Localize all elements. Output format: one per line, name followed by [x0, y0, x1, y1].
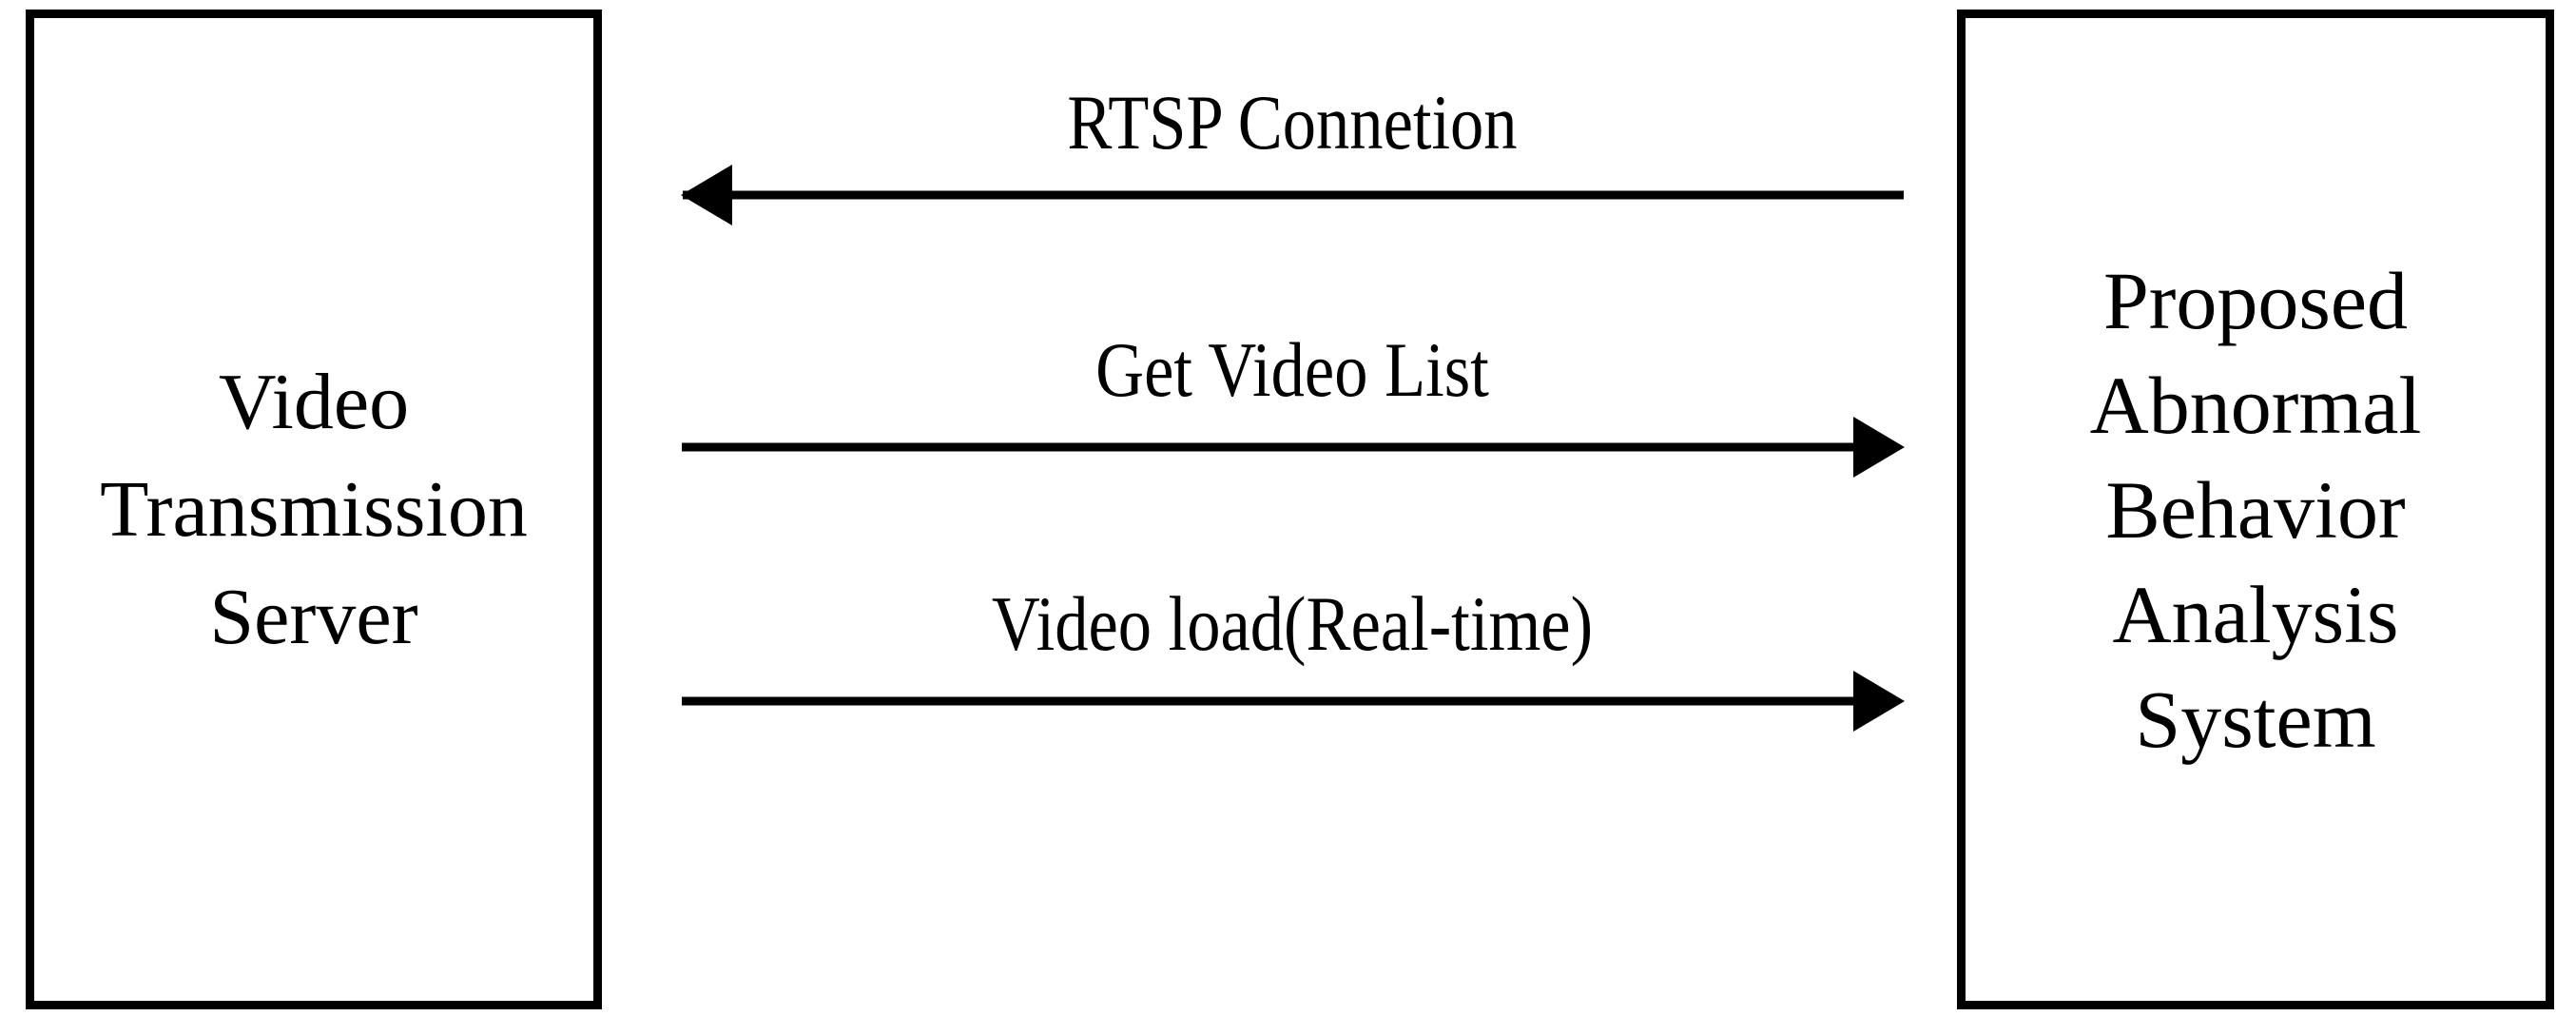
node-label-proposed-abnormal-behavior-analysis-system: Proposed Abnormal Behavior Analysis Syst… — [2089, 254, 2422, 765]
node-label-video-transmission-server: Video Transmission Server — [100, 358, 528, 661]
node-proposed-abnormal-behavior-analysis-system: Proposed Abnormal Behavior Analysis Syst… — [1957, 10, 2554, 1009]
message-label-video-load-real-time: Video load(Real-time) — [991, 580, 1594, 667]
arrow-left-rtsp-connetion — [681, 165, 1904, 225]
arrow-right-video-load-real-time — [682, 671, 1905, 732]
message-label-rtsp-connetion: RTSP Connetion — [1067, 79, 1518, 166]
node-video-transmission-server: Video Transmission Server — [26, 10, 602, 1009]
message-label-get-video-list: Get Video List — [1095, 326, 1489, 413]
arrow-right-get-video-list — [682, 417, 1905, 478]
